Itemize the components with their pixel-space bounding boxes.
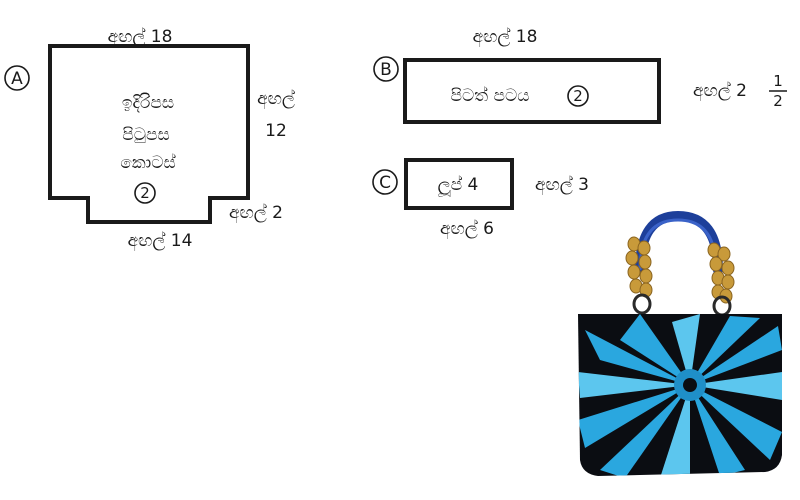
piece-a-notch-label: අඟල් 2 — [229, 203, 283, 224]
piece-a-name-line2: පිටුපස — [122, 125, 169, 145]
piece-c-bottom-label: අඟල් 6 — [440, 219, 494, 240]
piece-b-name: පිටත් පටය — [451, 86, 530, 106]
piece-b-right-label: අඟල් 2 — [693, 81, 747, 102]
piece-c-outline — [404, 158, 514, 210]
bead-strand-left — [625, 236, 653, 298]
piece-a-id: A — [11, 69, 23, 89]
piece-a-count-circle — [134, 182, 156, 204]
piece-b-id: B — [380, 60, 392, 80]
piece-b: B අඟල් 18 පිටත් පටය 2 අඟල් 2 1 2 — [373, 27, 787, 124]
bag-handle — [635, 210, 723, 275]
piece-a-right-value: 12 — [265, 121, 287, 141]
piece-c-name: ලූප් 4 — [438, 175, 479, 198]
piece-b-circle — [373, 56, 399, 82]
piece-c-right-label: අඟල් 3 — [535, 175, 589, 196]
piece-c-circle — [372, 169, 398, 195]
piece-b-fraction-num: 1 — [773, 72, 783, 90]
piece-a-outline — [48, 44, 250, 224]
piece-a-bottom-label: අඟල් 14 — [128, 231, 193, 252]
piece-a: A අඟල් 18 අඟල් 12 අඟල් 2 අඟල් 14 ඉදිරිපස… — [4, 27, 295, 252]
piece-a-count: 2 — [140, 184, 150, 202]
piece-a-right-label: අඟල් — [257, 89, 295, 110]
piece-c-id: C — [379, 173, 391, 193]
batik-bag-image — [578, 210, 782, 476]
piece-b-outline — [403, 58, 661, 124]
piece-a-top-label: අඟල් 18 — [108, 27, 173, 48]
bead-strand-right — [707, 242, 735, 304]
piece-b-count: 2 — [573, 87, 583, 105]
piece-c: C ලූප් 4 අඟල් 3 අඟල් 6 — [372, 158, 589, 240]
piece-b-count-circle — [567, 85, 589, 107]
piece-a-name-line3: කොටස් — [120, 153, 175, 173]
piece-b-fraction-den: 2 — [773, 92, 783, 110]
piece-b-top-label: අඟල් 18 — [473, 27, 538, 48]
piece-a-circle — [4, 65, 30, 91]
bag-flower-pattern — [578, 314, 782, 476]
piece-a-name-line1: ඉදිරිපස — [122, 93, 174, 113]
